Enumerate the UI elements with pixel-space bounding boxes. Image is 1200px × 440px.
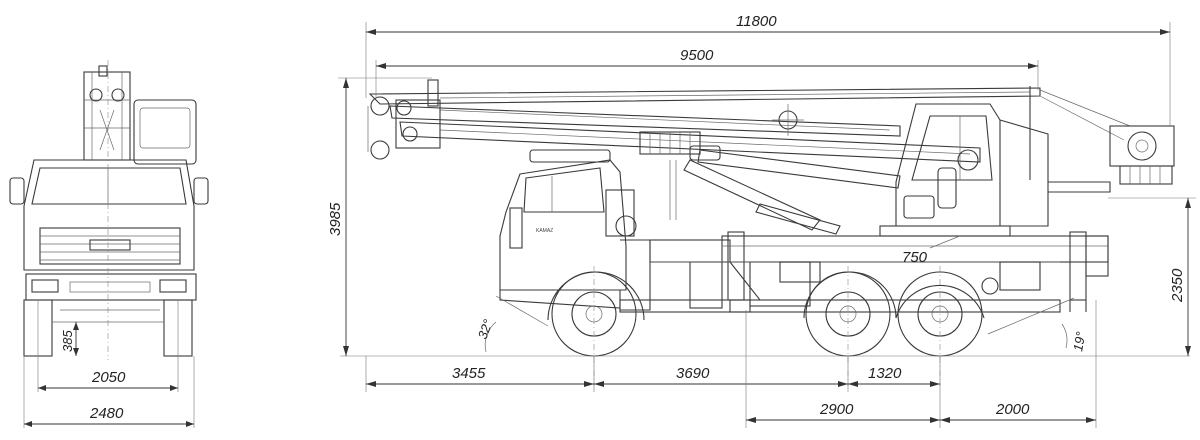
- dim-front-track: 2050: [91, 369, 126, 386]
- dim-ground-clearance: 385: [60, 330, 75, 352]
- svg-text:KAMAZ: KAMAZ: [536, 228, 553, 234]
- dim-wheelbase-front: 3690: [676, 365, 710, 382]
- dim-outrigger-base: 750: [902, 249, 928, 266]
- dim-rear-span: 2900: [819, 401, 854, 418]
- crane-cab: [879, 103, 1175, 237]
- dim-approach-angle: 32°: [475, 317, 496, 341]
- chassis: [619, 231, 1109, 313]
- dim-front-overhang: 3455: [452, 365, 486, 382]
- front-wheel: [547, 266, 645, 386]
- boom: [367, 79, 1131, 235]
- angle-indicators: 32° 19°: [475, 295, 1088, 353]
- dim-overall-width: 2480: [89, 405, 124, 422]
- dim-overall-length: 11800: [736, 13, 777, 30]
- dim-boom-length: 9500: [680, 47, 714, 64]
- dim-rear-overhang: 2000: [995, 401, 1030, 418]
- dim-platform-height: 2350: [1169, 268, 1186, 303]
- front-view-dimensions: 2050 2480 385: [23, 300, 195, 428]
- truck-cab: KAMAZ: [499, 149, 651, 311]
- dim-overall-height: 3985: [327, 202, 344, 236]
- front-view-boom: [83, 65, 197, 165]
- side-view: KAMAZ: [327, 13, 1196, 428]
- side-view-dimensions: 11800 9500 3985 2350: [327, 13, 1196, 428]
- dim-departure-angle: 19°: [1070, 331, 1088, 353]
- dim-rear-axle-spacing: 1320: [868, 365, 902, 382]
- front-view: 2050 2480 385: [9, 60, 209, 428]
- wheels: [547, 266, 985, 386]
